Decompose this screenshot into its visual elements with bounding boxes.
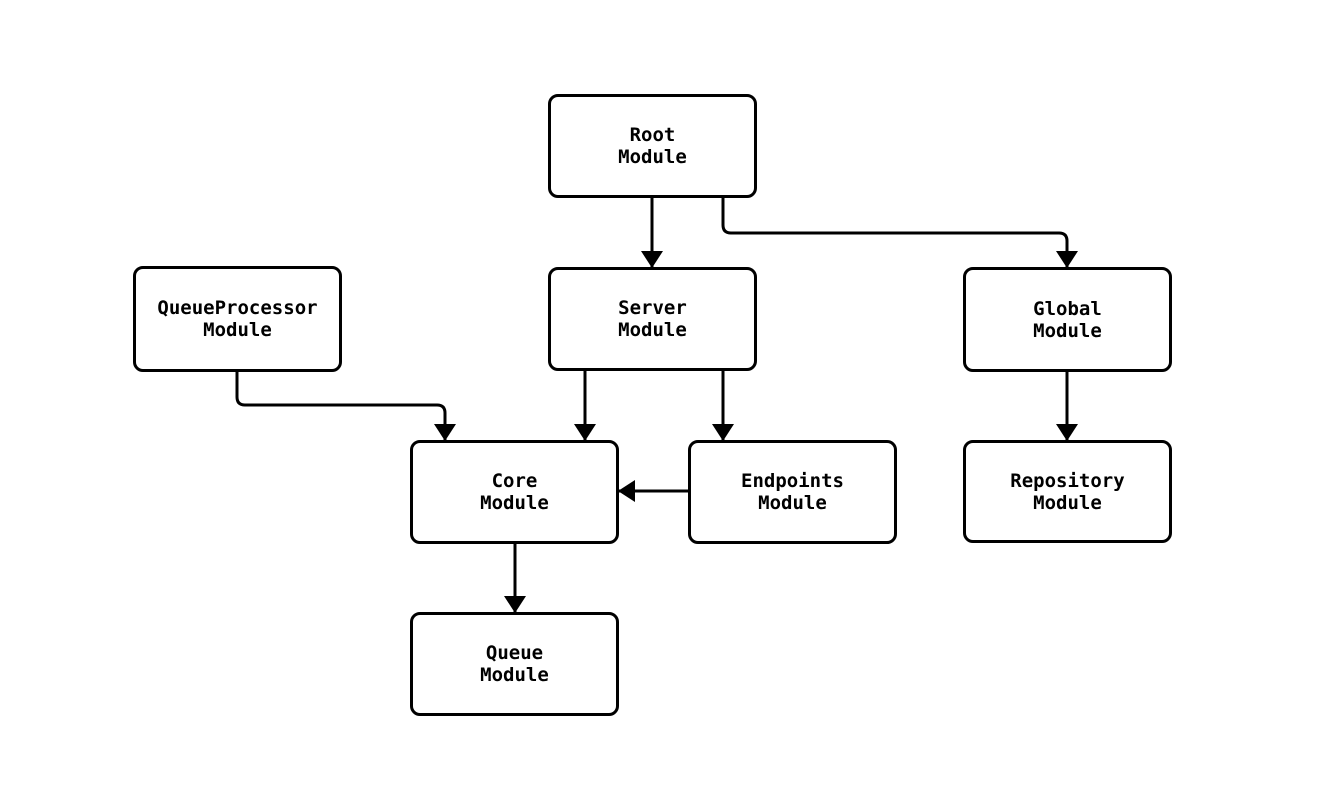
node-queue-label: Queue Module <box>480 642 549 686</box>
node-core: Core Module <box>410 440 619 544</box>
node-core-label: Core Module <box>480 470 549 514</box>
node-queueprocessor: QueueProcessor Module <box>133 266 342 372</box>
node-root-label: Root Module <box>618 124 687 168</box>
node-global-label: Global Module <box>1033 297 1102 342</box>
node-queue: Queue Module <box>410 612 619 716</box>
node-global: Global Module <box>963 267 1172 372</box>
node-root: Root Module <box>548 94 757 198</box>
node-endpoints: Endpoints Module <box>688 440 897 544</box>
node-repository: Repository Module <box>963 440 1172 543</box>
node-repository-label: Repository Module <box>1010 469 1125 514</box>
node-server: Server Module <box>548 267 757 371</box>
edge-root-to-global <box>721 198 1078 268</box>
node-server-label: Server Module <box>618 297 687 341</box>
edge-queueprocessor-to-core <box>235 372 456 441</box>
node-queueprocessor-label: QueueProcessor Module <box>157 297 318 341</box>
node-endpoints-label: Endpoints Module <box>741 470 844 514</box>
